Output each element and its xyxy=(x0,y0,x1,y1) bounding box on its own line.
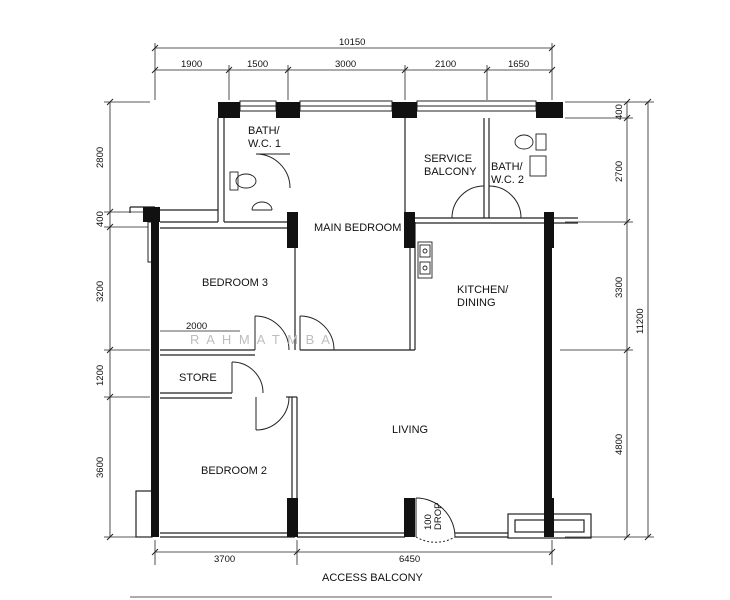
main-bedroom-label: MAIN BEDROOM xyxy=(314,222,401,234)
bath2-label-line1: BATH/ xyxy=(491,161,524,173)
service-balcony-label-line1: SERVICE xyxy=(424,153,472,165)
living-label: LIVING xyxy=(392,424,428,436)
dimension-ticks xyxy=(106,44,652,556)
bath1-label-line2: W.C. 1 xyxy=(248,138,281,150)
dim-store-width: 2000 xyxy=(186,321,207,332)
dim-left-3: 3200 xyxy=(95,281,106,302)
bedroom3-label: BEDROOM 3 xyxy=(202,277,268,289)
dimension-labels: 10150 1900 1500 3000 2100 1650 2800 400 … xyxy=(95,37,646,565)
dimension-lines xyxy=(104,43,654,598)
dim-top-4: 2100 xyxy=(435,59,456,70)
kitchen-label-line2: DINING xyxy=(457,297,496,309)
dim-right-4: 4800 xyxy=(614,434,625,455)
dim-bottom-left: 3700 xyxy=(214,554,235,565)
dim-right-2: 2700 xyxy=(614,161,625,182)
bath1-fixtures xyxy=(229,171,273,211)
dim-bottom-right: 6450 xyxy=(399,554,420,565)
dim-left-5: 3600 xyxy=(95,457,106,478)
dim-total-height: 11200 xyxy=(635,308,646,334)
dim-top-3: 3000 xyxy=(335,59,356,70)
dim-left-2: 400 xyxy=(95,211,106,227)
dim-top-5: 1650 xyxy=(508,59,529,70)
bath1-label-line1: BATH/ xyxy=(248,125,281,137)
dim-total-width: 10150 xyxy=(339,37,365,48)
kitchen-label-line1: KITCHEN/ xyxy=(457,284,509,296)
dim-right-1: 400 xyxy=(614,104,625,120)
structural-walls xyxy=(143,102,563,537)
drop-label-line1: 100 xyxy=(423,514,434,530)
kitchen-sink xyxy=(417,241,433,279)
bedroom2-label: BEDROOM 2 xyxy=(201,465,267,477)
drop-label-line2: DROP xyxy=(433,503,444,530)
watermark: R A H M A T M B A xyxy=(190,332,332,347)
service-balcony-label-line2: BALCONY xyxy=(424,166,477,178)
dim-left-1: 2800 xyxy=(95,147,106,168)
bath2-fixtures xyxy=(514,133,547,177)
bath2-label-line2: W.C. 2 xyxy=(491,174,524,186)
room-labels: BATH/ W.C. 1 MAIN BEDROOM SERVICE BALCON… xyxy=(179,125,524,584)
windows xyxy=(147,100,537,263)
dim-top-2: 1500 xyxy=(247,59,268,70)
store-label: STORE xyxy=(179,372,217,384)
dim-left-4: 1200 xyxy=(95,365,106,386)
doors xyxy=(231,153,522,543)
access-balcony-label: ACCESS BALCONY xyxy=(322,572,424,584)
dim-right-3: 3300 xyxy=(614,277,625,298)
dim-top-1: 1900 xyxy=(181,59,202,70)
